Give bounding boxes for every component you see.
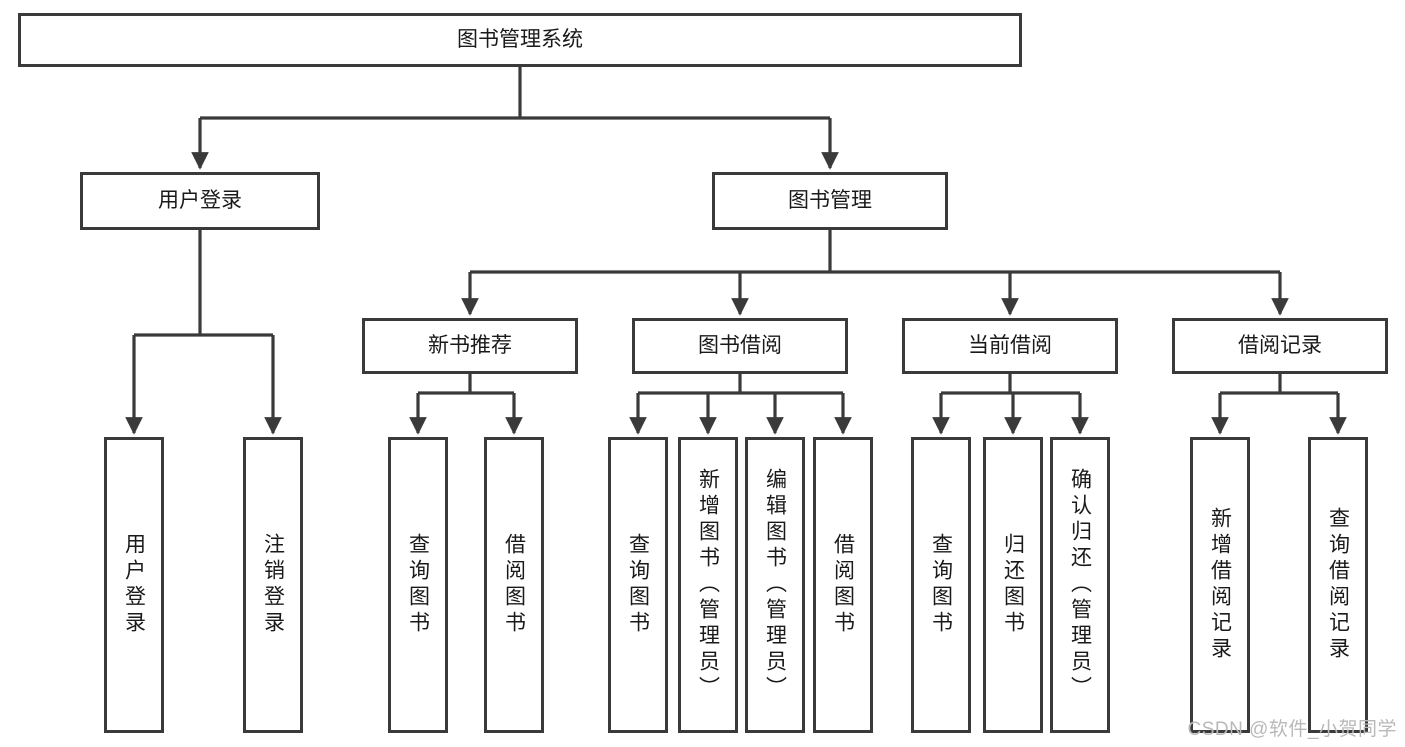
node-book-management[interactable]: 图书管理 [712,172,948,230]
leaf-node-label: 归还图书 [1001,533,1025,637]
node-user-login[interactable]: 用户登录 [80,172,320,230]
leaf-node-label: 编辑图书（管理员） [763,468,787,702]
leaf-node-label: 查询图书 [626,533,650,637]
node-root[interactable]: 图书管理系统 [18,13,1022,67]
leaf-node[interactable]: 借阅图书 [484,437,544,733]
leaf-node[interactable]: 用户登录 [104,437,164,733]
leaf-node[interactable]: 注销登录 [243,437,303,733]
leaf-node[interactable]: 编辑图书（管理员） [745,437,805,733]
node-book-borrow[interactable]: 图书借阅 [632,318,848,374]
leaf-node[interactable]: 查询图书 [911,437,971,733]
leaf-node[interactable]: 查询借阅记录 [1308,437,1368,733]
leaf-node-label: 用户登录 [122,533,146,637]
node-book-management-label: 图书管理 [788,189,872,213]
leaf-node-label: 查询图书 [406,533,430,637]
node-root-label: 图书管理系统 [457,28,583,52]
node-borrow-record-label: 借阅记录 [1238,334,1322,358]
leaf-node-label: 查询图书 [929,533,953,637]
node-current-borrow[interactable]: 当前借阅 [902,318,1118,374]
node-new-book-recommend-label: 新书推荐 [428,334,512,358]
node-user-login-label: 用户登录 [158,189,242,213]
leaf-node-label: 查询借阅记录 [1326,507,1350,663]
leaf-node[interactable]: 确认归还（管理员） [1050,437,1110,733]
leaf-node-label: 新增图书（管理员） [696,468,720,702]
node-book-borrow-label: 图书借阅 [698,334,782,358]
leaf-node-label: 借阅图书 [831,533,855,637]
leaf-node[interactable]: 新增图书（管理员） [678,437,738,733]
leaf-node-label: 新增借阅记录 [1208,507,1232,663]
leaf-node[interactable]: 查询图书 [608,437,668,733]
leaf-node-label: 借阅图书 [502,533,526,637]
node-new-book-recommend[interactable]: 新书推荐 [362,318,578,374]
leaf-node[interactable]: 查询图书 [388,437,448,733]
leaf-node-label: 注销登录 [261,533,285,637]
node-borrow-record[interactable]: 借阅记录 [1172,318,1388,374]
node-current-borrow-label: 当前借阅 [968,334,1052,358]
leaf-node[interactable]: 借阅图书 [813,437,873,733]
leaf-node-label: 确认归还（管理员） [1068,468,1092,702]
leaf-node[interactable]: 新增借阅记录 [1190,437,1250,733]
watermark-text: CSDN @软件_小贺同学 [1187,719,1397,740]
leaf-node[interactable]: 归还图书 [983,437,1043,733]
